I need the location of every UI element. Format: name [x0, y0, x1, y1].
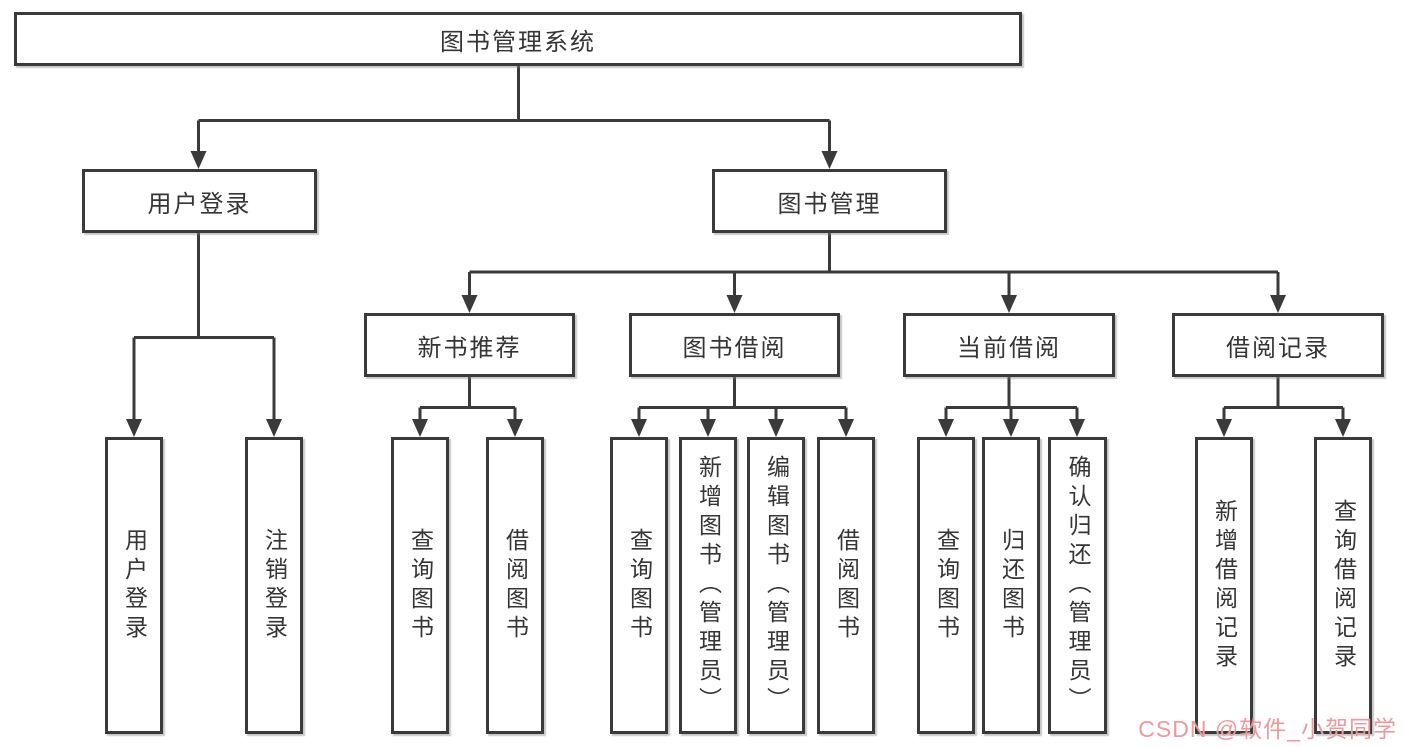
- arrowhead-current: [1001, 295, 1017, 313]
- leaf-newbooks-borrow: 借阅图书: [486, 437, 544, 734]
- leaf-current-confirm-admin: 确认归还（管理员）: [1048, 437, 1107, 734]
- leaf-records-query: 查询借阅记录: [1314, 437, 1372, 734]
- arrowhead-b2: [507, 419, 523, 437]
- csdn-watermark: CSDN @软件_小贺同学: [1138, 716, 1397, 742]
- arrowhead-records: [1270, 295, 1286, 313]
- leaf-user-login: 用户登录: [105, 437, 163, 734]
- arrowhead-d2: [1003, 419, 1019, 437]
- leaf-current-return: 归还图书: [982, 437, 1040, 734]
- leaf-newbooks-query: 查询图书: [391, 437, 449, 734]
- arrowhead-user-login: [190, 151, 207, 169]
- arrowhead-newbooks: [461, 295, 478, 313]
- node-book-management: 图书管理: [712, 169, 947, 233]
- node-new-book-recommend: 新书推荐: [364, 313, 575, 377]
- leaf-borrow-borrow: 借阅图书: [817, 437, 875, 734]
- leaf-borrow-edit-admin: 编辑图书（管理员）: [747, 437, 805, 734]
- arrowhead-c3: [768, 419, 784, 437]
- leaf-borrow-query: 查询图书: [610, 437, 668, 734]
- node-borrow-records: 借阅记录: [1172, 313, 1384, 377]
- arrowhead-e2: [1335, 419, 1351, 437]
- arrowhead-a1: [126, 419, 142, 437]
- arrowhead-e1: [1216, 419, 1232, 437]
- node-user-login: 用户登录: [82, 169, 317, 233]
- arrowhead-c4: [838, 419, 854, 437]
- arrowhead-borrow: [726, 295, 743, 313]
- node-root: 图书管理系统: [14, 12, 1022, 66]
- leaf-borrow-add-admin: 新增图书（管理员）: [679, 437, 737, 734]
- leaf-current-query: 查询图书: [917, 437, 975, 734]
- arrowhead-book-mgmt: [821, 151, 838, 169]
- node-book-borrow: 图书借阅: [629, 313, 840, 377]
- arrowhead-c2: [700, 419, 716, 437]
- arrowhead-c1: [631, 419, 647, 437]
- arrowhead-d3: [1069, 419, 1085, 437]
- leaf-records-add: 新增借阅记录: [1195, 437, 1253, 734]
- arrowhead-a2: [266, 419, 282, 437]
- arrowhead-d1: [938, 419, 954, 437]
- node-current-borrow: 当前借阅: [903, 313, 1115, 377]
- leaf-logout: 注销登录: [245, 437, 303, 734]
- arrowhead-b1: [412, 419, 428, 437]
